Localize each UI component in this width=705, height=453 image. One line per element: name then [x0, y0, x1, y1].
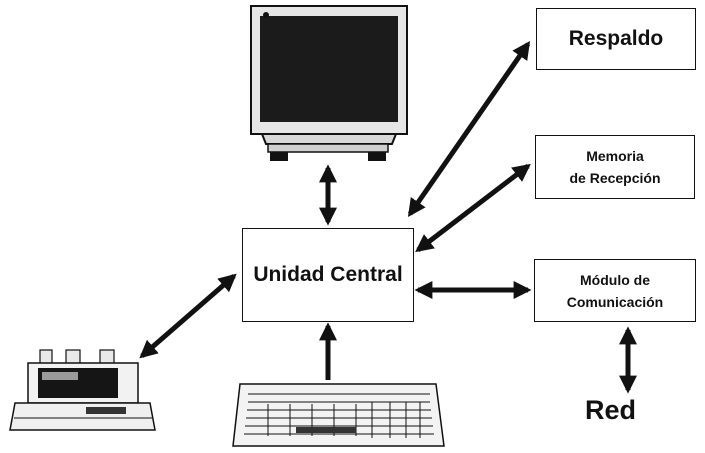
printer-icon: [9, 349, 156, 431]
respaldo-label: Respaldo: [568, 27, 664, 50]
arrow-printer-central: [139, 273, 237, 359]
unidad-central-box: Unidad Central: [242, 228, 414, 322]
memoria-label-line-1: Memoria: [586, 148, 644, 164]
monitor-icon: [250, 5, 408, 161]
arrow-central-memoria: [415, 163, 531, 253]
unidad-central-label: Unidad Central: [253, 263, 403, 286]
memoria-box: Memoria de Recepción: [535, 135, 695, 199]
modulo-label-line-1: Módulo de: [580, 271, 650, 288]
red-label: Red: [585, 395, 637, 425]
modulo-label-line-2: Comunicación: [566, 293, 664, 310]
memoria-label-line-2: de Recepción: [569, 170, 661, 186]
keyboard-icon: [232, 383, 445, 447]
arrow-central-respaldo: [407, 41, 531, 217]
respaldo-box: Respaldo: [536, 8, 696, 70]
modulo-box: Módulo de Comunicación: [534, 259, 696, 322]
